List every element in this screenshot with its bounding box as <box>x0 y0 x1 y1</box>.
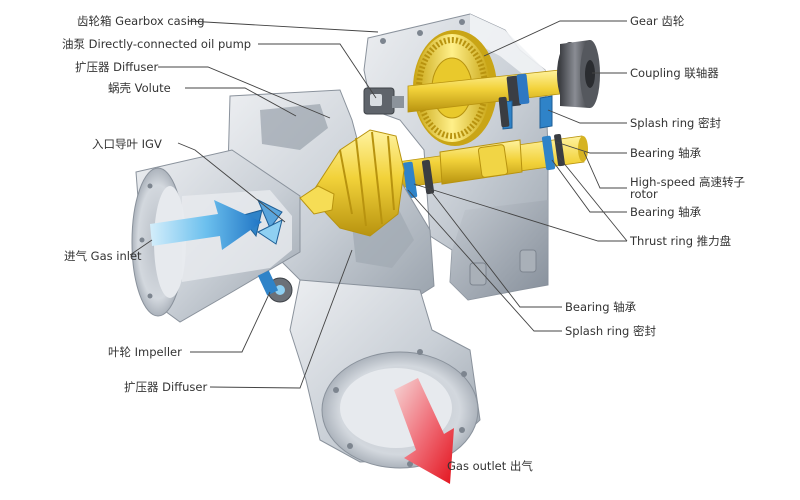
label-gas-outlet: Gas outlet 出气 <box>447 459 533 473</box>
label-gear: Gear 齿轮 <box>630 14 685 28</box>
label-diffuser-top: 扩压器 Diffuser <box>75 60 159 74</box>
label-high-speed-rotor-2: rotor <box>630 187 658 201</box>
label-gas-inlet: 进气 Gas inlet <box>64 249 142 263</box>
label-coupling: Coupling 联轴器 <box>630 66 719 80</box>
label-oil-pump: 油泵 Directly-connected oil pump <box>62 37 252 51</box>
label-bearing-2: Bearing 轴承 <box>630 205 702 219</box>
gas-inlet-arrow <box>150 200 262 250</box>
impeller <box>299 129 405 237</box>
label-gearbox-casing: 齿轮箱 Gearbox casing <box>77 14 205 28</box>
label-splash-ring-top: Splash ring 密封 <box>630 116 721 130</box>
label-bearing-bottom: Bearing 轴承 <box>565 300 637 314</box>
label-diffuser-bottom: 扩压器 Diffuser <box>124 380 208 394</box>
label-impeller: 叶轮 Impeller <box>108 345 182 359</box>
label-igv: 入口导叶 IGV <box>92 137 162 151</box>
label-splash-ring-bottom: Splash ring 密封 <box>565 324 656 338</box>
label-volute: 蜗壳 Volute <box>108 81 171 95</box>
label-bearing-1: Bearing 轴承 <box>630 146 702 160</box>
gas-outlet-arrow <box>394 378 454 484</box>
low-speed-shaft <box>407 69 561 113</box>
coupling <box>557 40 600 108</box>
label-high-speed-rotor: High-speed 高速转子 <box>630 175 745 189</box>
bearings <box>402 96 565 199</box>
leader-lines <box>129 20 628 389</box>
label-thrust-ring: Thrust ring 推力盘 <box>630 234 732 248</box>
igv-actuator <box>257 270 293 303</box>
oil-pump <box>363 87 404 115</box>
